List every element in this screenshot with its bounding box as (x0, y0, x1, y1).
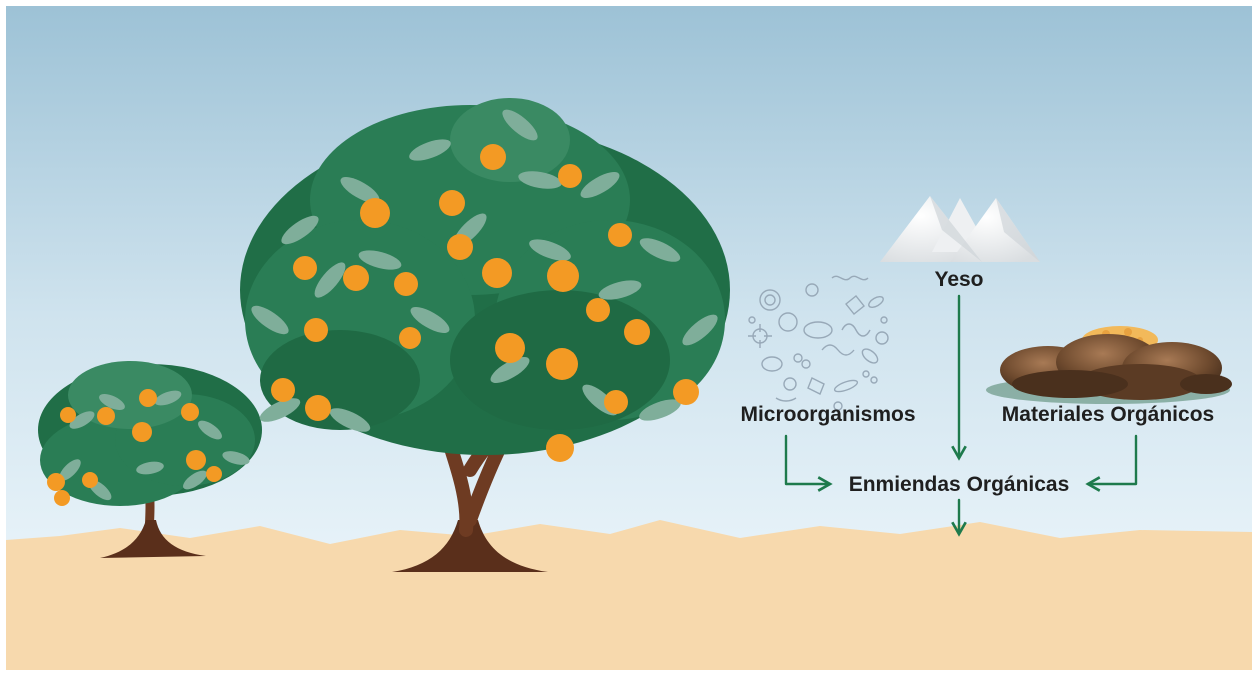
label-materiales-organicos: Materiales Orgánicos (1002, 403, 1214, 426)
ground (6, 520, 1252, 670)
label-yeso: Yeso (934, 268, 983, 291)
label-microorganismos: Microorganismos (740, 403, 915, 426)
label-enmiendas-organicas: Enmiendas Orgánicas (849, 473, 1070, 496)
